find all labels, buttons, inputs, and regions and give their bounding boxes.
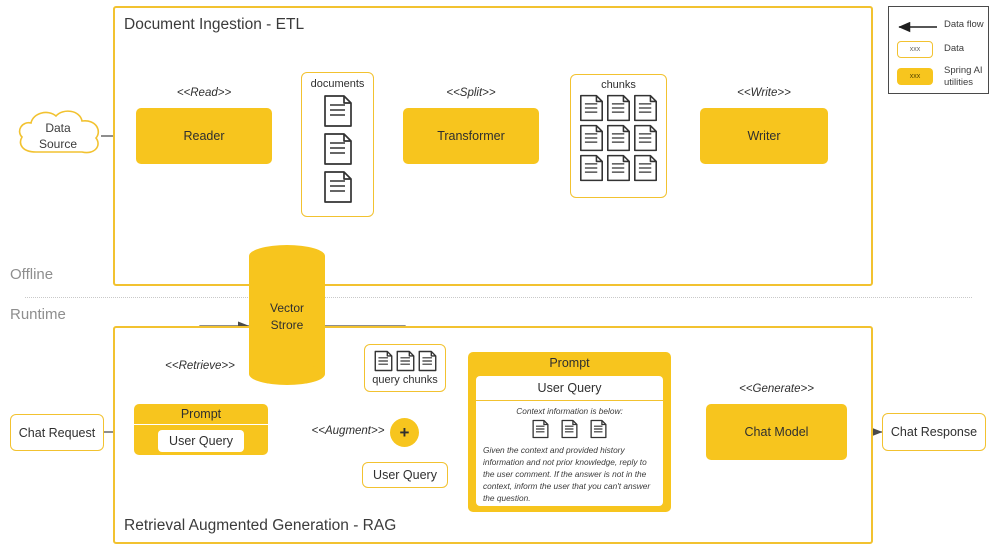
legend-utility-chip: xxx [897,68,933,85]
context-doc-icon [590,419,607,439]
user-query-data-box[interactable]: User Query [362,462,448,488]
chunks-box[interactable]: chunks [570,74,667,198]
legend-row-spring: xxx Spring AI utilities [897,65,985,88]
data-flow-arrow-icon [898,21,937,33]
legend-spring-line1: Spring AI [944,65,983,76]
context-doc-icon [561,419,578,439]
chunk-icon [606,154,631,182]
data-source-line2: Source [38,137,78,152]
legend-row-dataflow: Data flow [897,19,985,33]
chunk-icon [579,94,604,122]
retrieve-stereotype: <<Retrieve>> [165,360,235,372]
query-chunks-box[interactable]: query chunks [364,344,446,392]
chunk-icon [633,124,658,152]
vector-store-line2: Strore [270,317,304,332]
prompt-user-query: User Query [158,430,244,452]
read-stereotype: <<Read>> [176,87,232,99]
vector-store[interactable]: Vector Strore [249,245,325,385]
query-chunk-icon [396,350,415,372]
chunk-icon [633,154,658,182]
writer-box[interactable]: Writer [700,108,828,164]
transformer-box[interactable]: Transformer [403,108,539,164]
legend-spring-line2: utilities [944,76,974,88]
phase-label-offline: Offline [10,266,54,283]
prompt-box-large[interactable]: Prompt User Query Context information is… [468,352,671,512]
reader-box[interactable]: Reader [136,108,272,164]
legend-dataflow-label: Data flow [944,19,984,30]
document-icon [323,94,353,128]
documents-box[interactable]: documents [301,72,374,217]
chunk-icon [579,154,604,182]
split-stereotype: <<Split>> [446,87,496,99]
chunk-icon [579,124,604,152]
write-stereotype: <<Write>> [737,87,791,99]
legend-panel: Data flow xxx Data xxx Spring AI utiliti… [888,6,989,94]
ingestion-section-title: Document Ingestion - ETL [124,16,305,33]
data-source-line1: Data [45,121,71,135]
offline-runtime-divider [25,297,972,298]
legend-data-label: Data [944,43,965,54]
cylinder-bottom [249,363,325,385]
chat-request-box[interactable]: Chat Request [10,414,104,451]
query-chunks-label: query chunks [372,374,438,386]
chunk-icon [606,124,631,152]
chunk-icon [606,94,631,122]
rag-section-title: Retrieval Augmented Generation - RAG [124,517,397,534]
document-icon [323,170,353,204]
documents-label: documents [310,78,365,90]
big-prompt-user-query: User Query [476,376,663,401]
document-icon [323,132,353,166]
chunk-icon [633,94,658,122]
data-source-cloud[interactable]: Data Source [12,106,104,168]
prompt-title: Prompt [180,407,222,421]
prompt-box-small[interactable]: Prompt User Query [134,404,268,455]
generate-stereotype: <<Generate>> [739,383,814,395]
augment-stereotype: <<Augment>> [311,425,385,437]
query-chunk-icon [374,350,393,372]
big-prompt-title: Prompt [549,356,590,370]
legend-data-chip: xxx [897,41,933,58]
cylinder-top [249,245,325,267]
phase-label-runtime: Runtime [10,306,66,323]
chat-model-box[interactable]: Chat Model [706,404,847,460]
query-chunk-icon [418,350,437,372]
big-prompt-inner: User Query Context information is below:… [476,376,663,506]
augment-node[interactable]: + [390,418,419,447]
chat-response-box[interactable]: Chat Response [882,413,986,451]
legend-row-data: xxx Data [897,41,985,59]
prompt-instructions: Given the context and provided history i… [483,445,651,504]
vector-store-line1: Vector [269,301,305,315]
context-doc-icon [532,419,549,439]
chunks-label: chunks [601,79,636,91]
cloud-icon [18,110,100,154]
context-label: Context information is below: [516,406,623,416]
